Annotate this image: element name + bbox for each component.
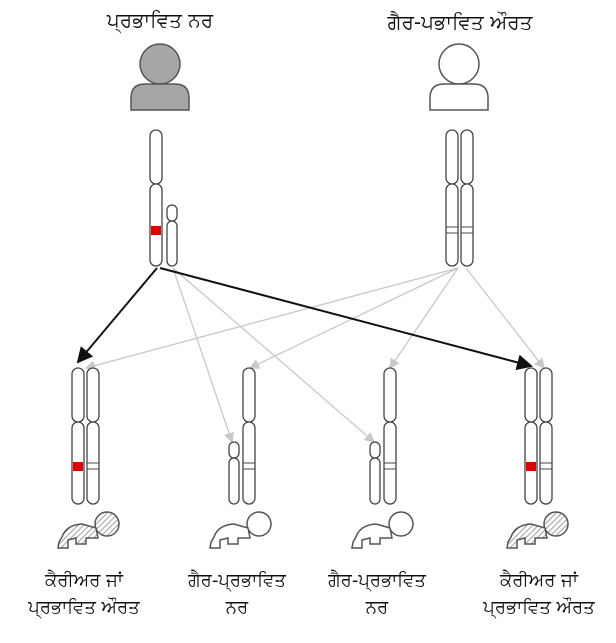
child4-affected-marker: [526, 462, 536, 471]
child2-chromosomes: [228, 367, 256, 505]
affected-male-person-icon: [130, 43, 190, 111]
father-label: ਪ੍ਰਭਾਵਿਤ ਨਰ: [106, 8, 214, 32]
child3-label: ਗੈਰ-ਪ੍ਰਭਾਵਿਤ ਨਰ: [312, 567, 442, 621]
child2-label-line1: ਗੈਰ-ਪ੍ਰਭਾਵਿਤ: [188, 570, 286, 591]
baby-unaffected-icon: [351, 511, 414, 549]
father-affected-marker: [151, 226, 161, 235]
father-y-chromosome: [166, 204, 178, 267]
mother-label: ਗੈਰ-ਪਭਾਵਿਤ ਔਰਤ: [387, 10, 533, 34]
child4-label-line2: ਪ੍ਰਭਾਵਿਤ ਔਰਤ: [483, 597, 595, 618]
child3-label-line1: ਗੈਰ-ਪ੍ਰਭਾਵਿਤ: [328, 570, 426, 591]
child1-label-line2: ਪ੍ਰਭਾਵਿਤ ਔਰਤ: [28, 597, 140, 618]
baby-unaffected-icon: [209, 511, 272, 549]
child1-label: ਕੈਰੀਅਰ ਜਾਂ ਪ੍ਰਭਾਵਿਤ ਔਰਤ: [6, 567, 162, 621]
child4-chromosomes: [524, 367, 553, 505]
child1-label-line1: ਕੈਰੀਅਰ ਜਾਂ: [44, 570, 124, 591]
baby-carrier-icon: [506, 511, 569, 549]
child1-affected-marker: [73, 462, 83, 471]
child4-label: ਕੈਰੀਅਰ ਜਾਂ ਪ੍ਰਭਾਵਿਤ ਔਰਤ: [462, 567, 616, 621]
child3-chromosomes: [369, 367, 397, 505]
child2-label: ਗੈਰ-ਪ੍ਰਭਾਵਿਤ ਨਰ: [172, 567, 302, 621]
unaffected-female-person-icon: [429, 43, 489, 111]
child1-chromosomes: [71, 367, 100, 505]
light-inheritance-arrows: [84, 267, 545, 444]
child4-label-line1: ਕੈਰੀਅਰ ਜਾਂ: [499, 570, 579, 591]
child2-label-line2: ਨਰ: [225, 597, 249, 618]
baby-carrier-icon: [57, 511, 120, 549]
mother-x-chromosome-pair: [445, 129, 474, 267]
child3-label-line2: ਨਰ: [365, 597, 389, 618]
dark-inheritance-arrows: [76, 267, 533, 371]
father-x-chromosome: [149, 129, 163, 267]
